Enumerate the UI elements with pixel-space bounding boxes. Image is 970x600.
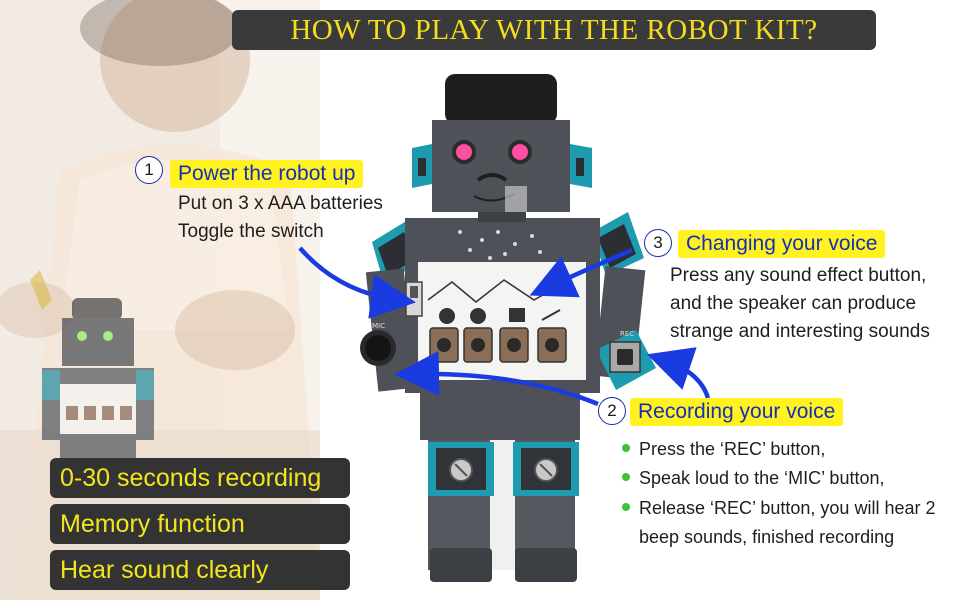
right-eye-led <box>512 144 528 160</box>
step-3-line-1: Press any sound effect button, <box>670 265 927 286</box>
step-3-title: Changing your voice <box>678 230 886 258</box>
step-1-line-1: Put on 3 x AAA batteries <box>178 193 383 214</box>
step-3-line-3: strange and interesting sounds <box>670 321 930 342</box>
feature-memory: Memory function <box>50 504 350 544</box>
arrow-icon-step3 <box>529 247 633 298</box>
effect-icon-1 <box>439 308 455 324</box>
step-2-title: Recording your voice <box>630 398 844 426</box>
step-2-bullet-3: Release ‘REC’ button, you will hear 2 <box>622 495 935 522</box>
robot-head <box>412 74 592 212</box>
left-eye-led <box>456 144 472 160</box>
page-title: HOW TO PLAY WITH THE ROBOT KIT? <box>232 10 876 50</box>
effect-icon-4 <box>541 309 561 321</box>
effect-icon-2 <box>470 308 486 324</box>
feature-recording: 0-30 seconds recording <box>50 458 350 498</box>
bullet-dot-icon <box>622 473 630 482</box>
bullet-dot-icon <box>622 503 630 512</box>
step-3-line-2: and the speaker can produce <box>670 293 917 314</box>
step-2-bullet-2: Speak loud to the ‘MIC’ button, <box>622 465 884 492</box>
arrow-icon-step2-mic <box>394 351 599 407</box>
step-3-number: 3 <box>644 229 672 257</box>
effect-icon-3 <box>509 308 525 322</box>
step-2-bullet-3-cont: beep sounds, finished recording <box>639 527 895 547</box>
step-2-bullet-1: Press the ‘REC’ button, <box>622 436 825 463</box>
arrow-icon-step2-rec <box>646 347 711 399</box>
feature-sound: Hear sound clearly <box>50 550 350 590</box>
robot-right-arm: REC <box>592 212 656 390</box>
mic-label: MIC <box>372 322 385 330</box>
arrow-icon-step1 <box>298 246 416 319</box>
step-1-title: Power the robot up <box>170 160 364 188</box>
step-1-number: 1 <box>135 156 163 184</box>
step-1-line-2: Toggle the switch <box>178 221 324 242</box>
bullet-dot-icon <box>622 444 630 453</box>
step-2-number: 2 <box>598 397 626 425</box>
rec-label: REC <box>620 330 634 338</box>
